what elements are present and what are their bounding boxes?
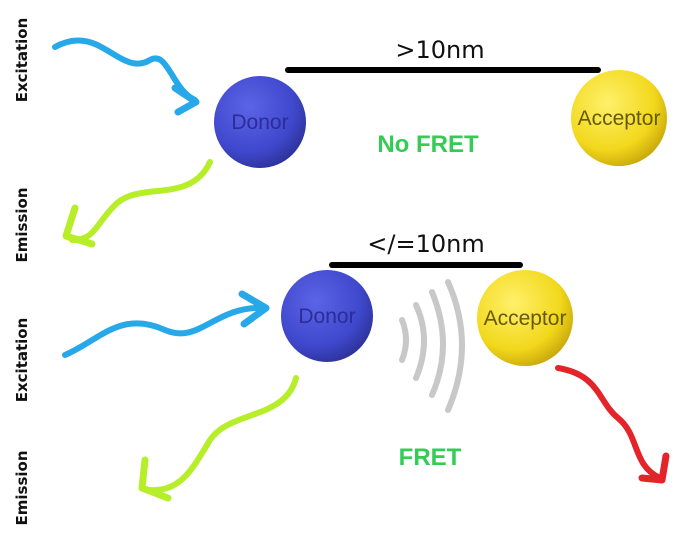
emission-label: Emission xyxy=(13,451,31,526)
excitation-arrow-icon xyxy=(52,37,200,116)
acceptor-molecule: Acceptor xyxy=(571,70,667,166)
state-label: FRET xyxy=(399,444,462,471)
donor-molecule: Donor xyxy=(281,270,373,362)
donor-molecule: Donor xyxy=(214,76,306,168)
donor-label: Donor xyxy=(231,111,288,134)
excitation-arrow-icon xyxy=(62,290,270,358)
donor-label: Donor xyxy=(298,305,355,328)
excitation-label: Excitation xyxy=(13,18,31,103)
emission-arrow-icon xyxy=(62,159,213,248)
excitation-label: Excitation xyxy=(13,318,31,403)
distance-label: >10nm xyxy=(395,36,484,64)
panel-fret: Excitation Emission </=10nm Donor xyxy=(13,230,670,526)
distance-label: </=10nm xyxy=(367,230,484,258)
acceptor-label: Acceptor xyxy=(484,307,567,330)
acceptor-label: Acceptor xyxy=(578,107,661,130)
acceptor-emission-arrow-icon xyxy=(555,365,670,484)
panel-no-fret: Excitation Emission >10nm Donor Acceptor… xyxy=(13,18,667,263)
emission-arrow-icon xyxy=(138,375,299,502)
wave-arcs-icon xyxy=(399,279,465,413)
acceptor-molecule: Acceptor xyxy=(477,270,573,366)
emission-label: Emission xyxy=(13,188,31,263)
state-label: No FRET xyxy=(377,131,479,158)
